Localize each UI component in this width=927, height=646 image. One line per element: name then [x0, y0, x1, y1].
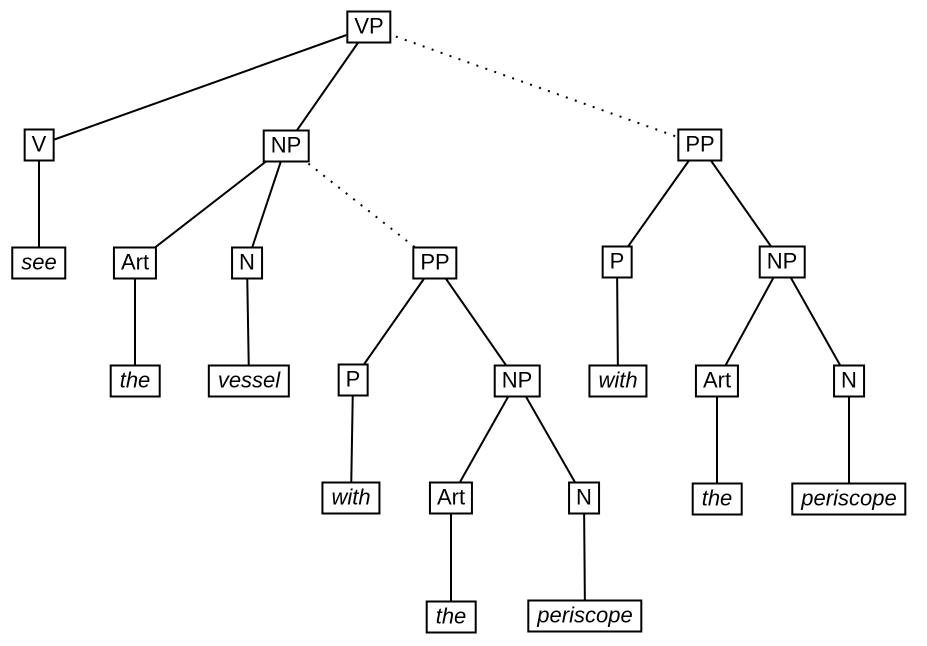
tree-node-n3: N — [833, 364, 865, 398]
edge-n1-vessel — [246, 262, 250, 382]
edge-vp-v — [38, 26, 370, 146]
tree-node-word-the1: the — [109, 364, 161, 398]
edge-n2-periscope1 — [583, 497, 586, 617]
tree-node-v: V — [23, 128, 55, 162]
tree-node-word-with2: with — [588, 364, 648, 398]
edge-pp2-p2 — [616, 144, 701, 263]
tree-node-art1: Art — [112, 246, 158, 280]
edge-pp2-np3 — [699, 144, 783, 263]
edge-vp-pp2-dotted — [368, 26, 701, 146]
edge-np1-art1 — [134, 145, 287, 264]
tree-node-word-the2: the — [425, 600, 477, 634]
tree-node-p2: P — [601, 245, 633, 279]
tree-node-art2: Art — [428, 481, 474, 515]
edge-p1-with1 — [350, 379, 354, 499]
tree-node-pp2: PP — [677, 128, 723, 162]
tree-node-word-vessel: vessel — [207, 364, 291, 398]
tree-node-word-with1: with — [321, 481, 381, 515]
edge-np3-n3 — [781, 261, 850, 382]
tree-node-np3: NP — [758, 245, 806, 279]
tree-node-np2: NP — [493, 364, 541, 398]
tree-node-word-the3: the — [691, 482, 743, 516]
edge-np2-art2 — [450, 380, 518, 499]
edge-vp-np1 — [285, 26, 370, 147]
tree-node-pp1: PP — [412, 246, 458, 280]
edge-np1-pp1-dotted — [285, 145, 436, 264]
tree-node-vp: VP — [346, 10, 392, 44]
edge-np1-n1 — [246, 145, 287, 264]
tree-node-n1: N — [231, 246, 263, 280]
edge-p2-with2 — [616, 261, 619, 382]
tree-node-np1: NP — [262, 129, 310, 163]
tree-node-p1: P — [337, 363, 369, 397]
tree-node-word-periscope2: periscope — [791, 482, 907, 516]
edge-np2-n2 — [516, 380, 585, 499]
edge-np3-art3 — [716, 261, 783, 382]
tree-node-art3: Art — [694, 364, 740, 398]
edge-pp1-p1 — [352, 262, 436, 381]
tree-node-word-periscope1: periscope — [527, 599, 643, 633]
edge-pp1-np2 — [434, 262, 518, 382]
tree-node-n2: N — [568, 481, 600, 515]
tree-node-word-see: see — [11, 246, 67, 280]
